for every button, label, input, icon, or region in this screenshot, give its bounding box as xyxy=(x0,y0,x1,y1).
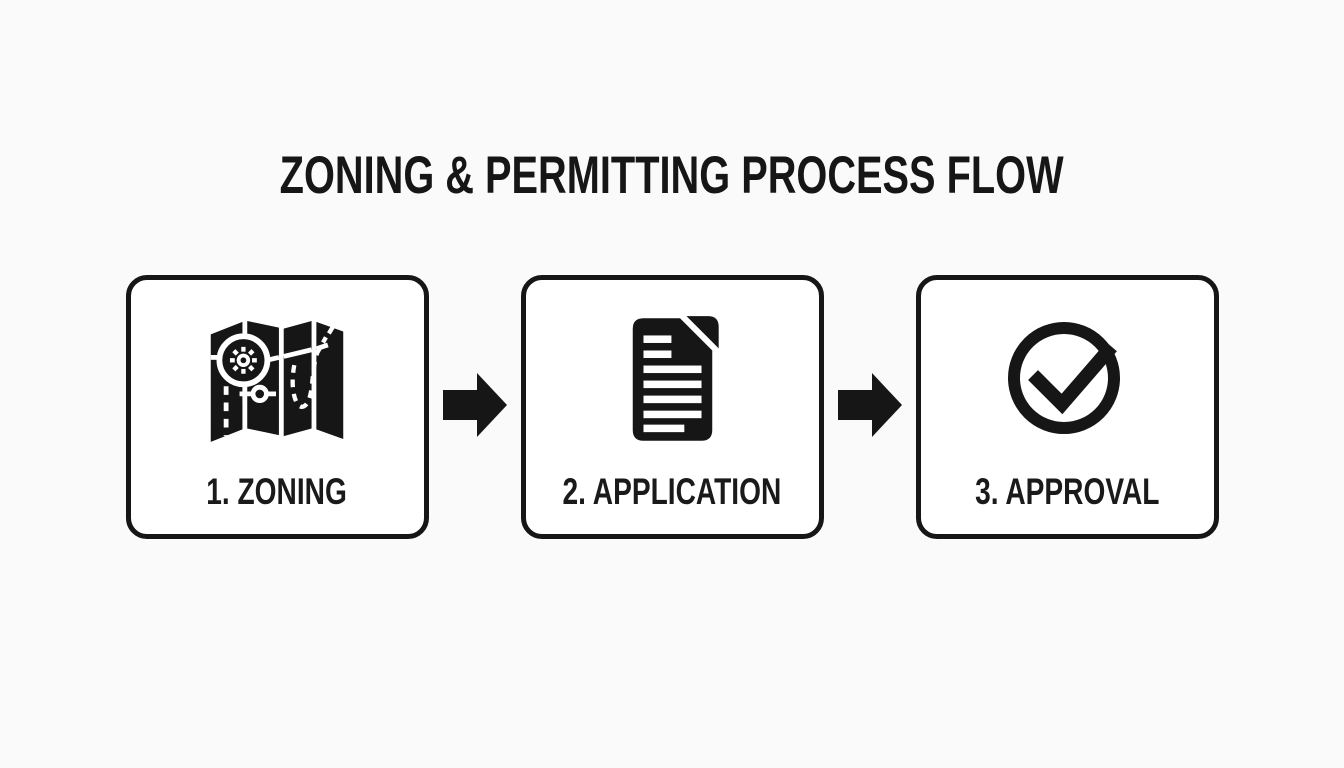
step-label: 2. APPLICATION xyxy=(562,470,782,512)
check-circle-icon xyxy=(1004,320,1130,445)
flow-row: 1. ZONING xyxy=(125,274,1219,539)
step-card-application: 2. APPLICATION xyxy=(520,274,824,539)
arrow-right-icon xyxy=(824,372,916,437)
step-label: 1. ZONING xyxy=(206,470,348,512)
step-label: 3. APPROVAL xyxy=(974,470,1160,512)
map-icon xyxy=(205,315,349,449)
document-icon xyxy=(622,316,723,448)
step-card-approval: 3. APPROVAL xyxy=(915,274,1219,539)
arrow-right-icon xyxy=(429,372,521,437)
page-title: ZONING & PERMITTING PROCESS FLOW xyxy=(280,146,1064,205)
step-card-zoning: 1. ZONING xyxy=(125,274,429,539)
